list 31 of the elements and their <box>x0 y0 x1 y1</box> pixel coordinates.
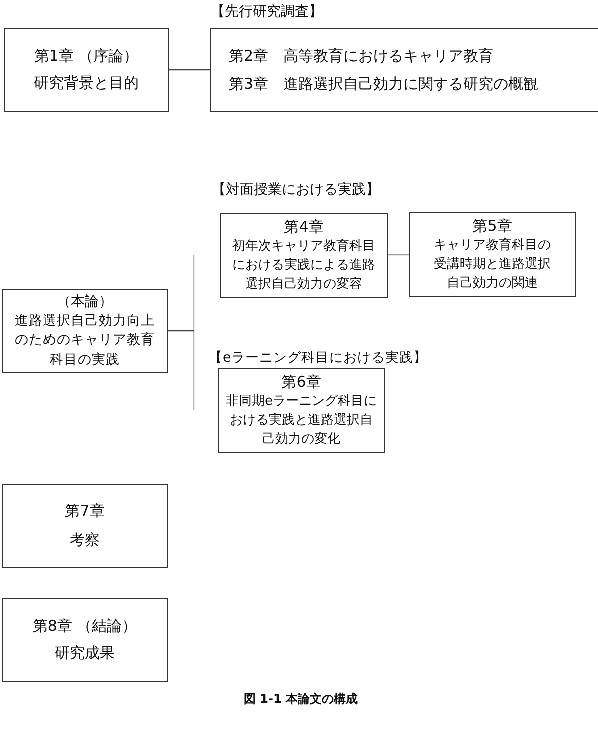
connector-line <box>169 69 210 71</box>
chapter-heading: 第5章 <box>472 216 512 236</box>
chapter-box <box>409 212 576 297</box>
chapter-description: 初年次キャリア教育科目における実践による進路選択自己効力の変容 <box>232 238 376 294</box>
group-heading: 【eラーニング科目における実践】 <box>209 350 428 366</box>
chapter-heading: 第4章 <box>284 217 324 237</box>
group-heading: 【対面授業における実践】 <box>212 182 380 199</box>
chapter-box <box>2 598 168 682</box>
chapter-box <box>218 368 385 453</box>
chapter-description: 非同期eラーニング科目における実践と進路選択自己効力の変化 <box>225 393 378 449</box>
chapter-entry: 第3章 進路選択自己効力に関する研究の概観 <box>229 74 539 95</box>
chapter-box <box>4 28 169 112</box>
connector-line <box>168 330 194 332</box>
chapter-subtitle: 研究成果 <box>55 643 115 664</box>
chapter-heading: 第1章 （序論） <box>34 46 139 67</box>
chapter-heading: 第6章 <box>282 372 322 392</box>
chapter-subtitle: 考察 <box>70 530 100 551</box>
chapter-subtitle: 研究背景と目的 <box>34 73 139 94</box>
chapter-description: キャリア教育科目の受講時期と進路選択自己効力の関連 <box>433 236 552 293</box>
figure-caption: 図 1-1 本論文の構成 <box>244 692 358 706</box>
chapter-entry: 第2章 高等教育におけるキャリア教育 <box>229 46 494 67</box>
part-description: 進路選択自己効力向上のためのキャリア教育科目の実践 <box>14 312 156 370</box>
chapter-heading: 第8章 （結論） <box>32 616 138 637</box>
chapter-box <box>220 213 388 298</box>
chapter-heading: 第7章 <box>65 501 105 522</box>
connector-line <box>388 254 409 256</box>
chapter-box <box>2 289 168 373</box>
chapter-box <box>210 28 598 112</box>
chapter-box <box>2 484 168 568</box>
part-heading: （本論） <box>57 292 113 312</box>
group-heading: 【先行研究調査】 <box>211 4 323 21</box>
